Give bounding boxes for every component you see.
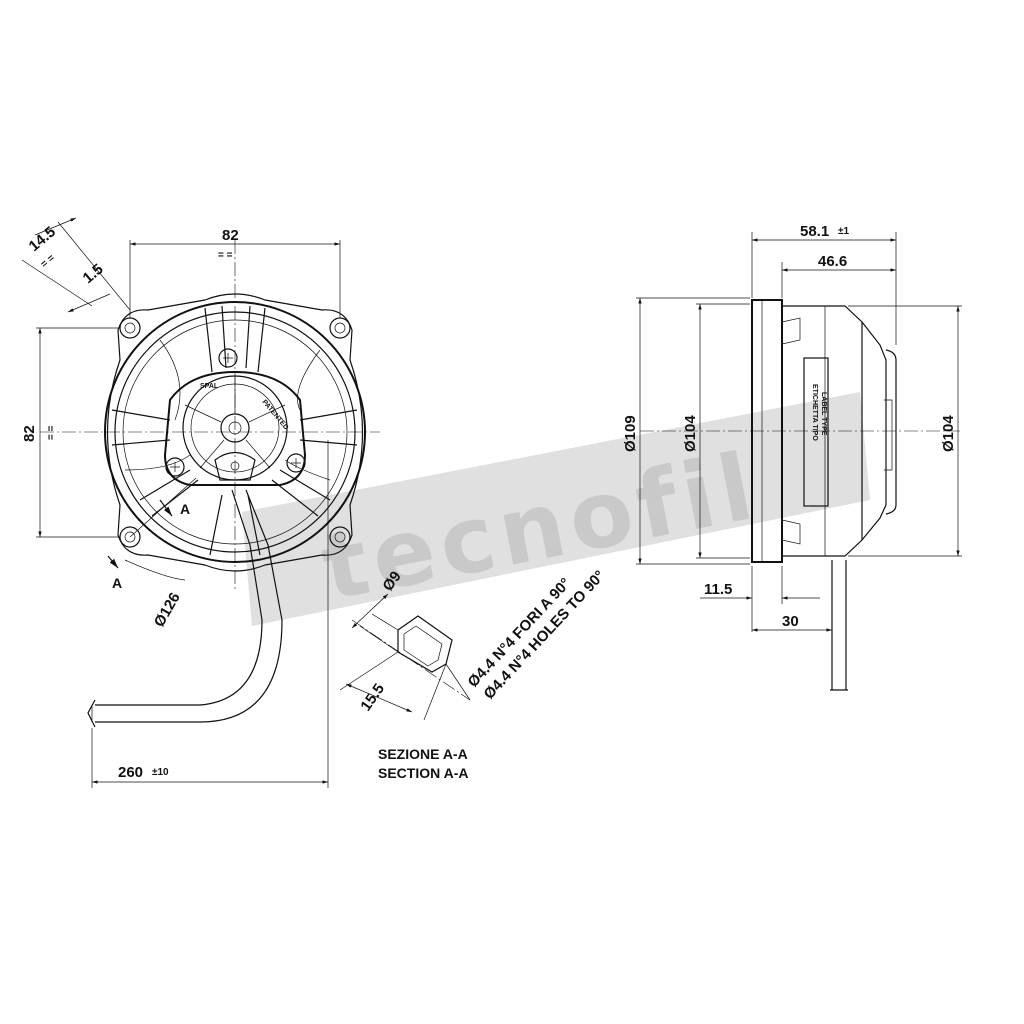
svg-text:= =: = =	[46, 425, 57, 440]
svg-text:= =: = =	[218, 250, 233, 261]
dim-depth-58-1: 58.1 ±1	[751, 223, 897, 345]
svg-text:±1: ±1	[838, 226, 849, 237]
svg-text:Ø109: Ø109	[622, 415, 639, 452]
side-view: ETICHETTA TIPO LABEL TYPE 58.1 ±1 46.6 Ø…	[622, 223, 962, 691]
fan-blades	[124, 339, 331, 481]
svg-text:82: 82	[222, 227, 239, 244]
power-cable	[95, 489, 263, 706]
svg-text:1.5: 1.5	[80, 261, 107, 287]
svg-text:82: 82	[21, 425, 38, 442]
shroud-inner	[114, 311, 356, 553]
svg-text:11.5: 11.5	[704, 581, 732, 598]
dim-82-vertical: 82 = =	[21, 327, 120, 538]
watermark-band	[242, 392, 870, 626]
dim-diameter-109: Ø109	[622, 297, 750, 565]
hub-brand-text: SPAL	[200, 383, 219, 390]
dim-diameter-126: Ø126	[124, 559, 186, 630]
svg-text:14.5: 14.5	[26, 223, 59, 255]
section-marker-a: A A	[107, 477, 197, 591]
dim-diameter-104-motor: Ø104	[848, 305, 962, 557]
dim-flange-11-5: 11.5	[700, 566, 820, 632]
svg-text:30: 30	[782, 613, 799, 630]
svg-text:A: A	[112, 575, 122, 591]
svg-text:±10: ±10	[152, 767, 169, 778]
svg-text:46.6: 46.6	[818, 253, 847, 270]
label-text-en: LABEL TYPE	[820, 392, 827, 436]
dim-offset-30: 30	[752, 600, 833, 636]
type-label	[803, 357, 829, 507]
svg-text:Ø126: Ø126	[151, 590, 184, 630]
side-motor	[861, 321, 887, 541]
section-title-en: SECTION A-A	[378, 765, 468, 781]
svg-text:= =: = =	[39, 252, 57, 270]
label-text-it: ETICHETTA TIPO	[811, 384, 818, 441]
side-flange	[751, 299, 783, 563]
svg-text:A: A	[180, 501, 190, 517]
shroud-outer	[104, 301, 366, 563]
section-part	[359, 613, 453, 673]
svg-text:15.5: 15.5	[357, 681, 388, 715]
svg-text:260: 260	[118, 764, 143, 781]
svg-text:Ø104: Ø104	[682, 415, 699, 452]
dim-diameter-104-frame: Ø104	[682, 303, 750, 559]
section-title-it: SEZIONE A-A	[378, 746, 468, 762]
svg-text:58.1: 58.1	[800, 223, 829, 240]
dim-82-horizontal: 82 = =	[129, 227, 341, 318]
dim-cable-length: 260 ±10	[91, 440, 329, 788]
side-cable	[830, 560, 848, 691]
motor-hub	[163, 370, 307, 486]
dim-depth-46-6: 46.6	[781, 253, 896, 298]
svg-text:Ø104: Ø104	[940, 415, 957, 452]
front-flange	[106, 293, 364, 572]
connector-boss	[214, 451, 256, 481]
dim-tab-angled: 14.5 = = 1.5	[21, 217, 131, 313]
dim-depth-15-5: 15.5	[339, 651, 447, 721]
hub-screws	[165, 348, 306, 477]
